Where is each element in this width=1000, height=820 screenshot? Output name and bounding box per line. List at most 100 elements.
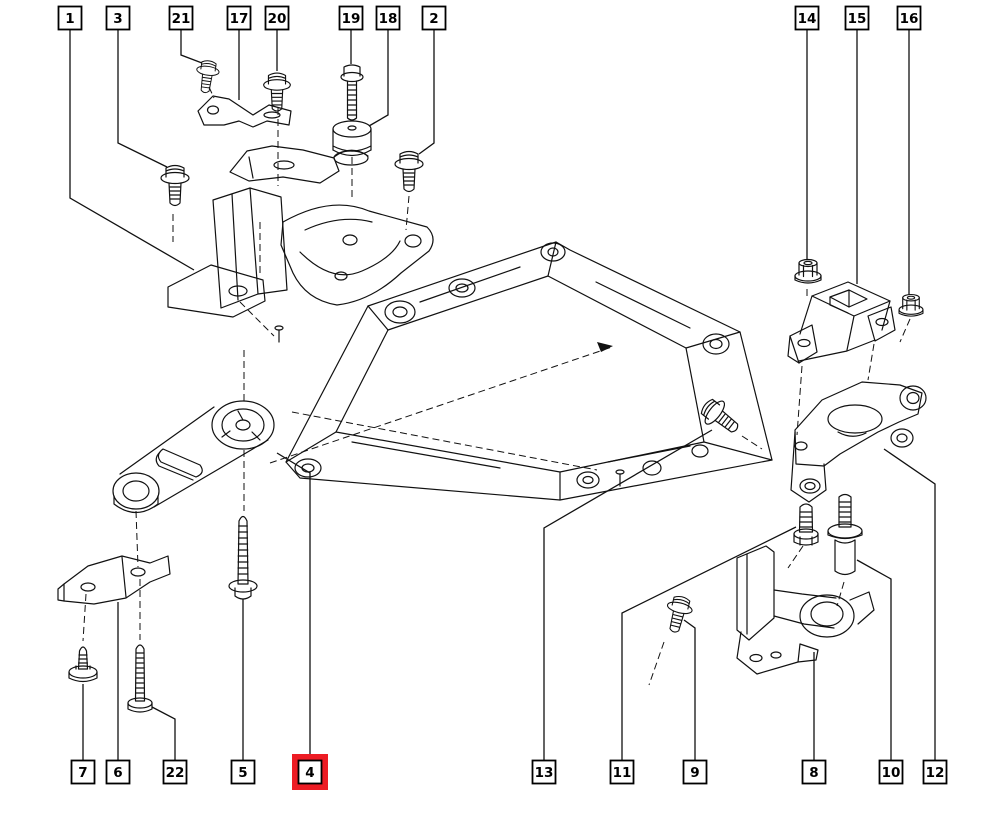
bolt-13-drawing xyxy=(695,393,746,442)
stud-10-drawing xyxy=(827,493,863,576)
left-engine-mount-drawing xyxy=(167,145,434,318)
callout-label-17: 17 xyxy=(230,11,249,27)
callout-label-12: 12 xyxy=(926,765,945,781)
callout-label-15: 15 xyxy=(848,11,867,27)
callout-13: 13 xyxy=(531,429,713,785)
callout-label-18: 18 xyxy=(379,11,398,27)
callout-box-8[interactable] xyxy=(801,759,827,785)
callout-15: 15 xyxy=(844,5,870,284)
callout-box-4[interactable] xyxy=(297,759,323,785)
callout-label-6: 6 xyxy=(113,765,122,781)
callout-22: 22 xyxy=(151,706,188,785)
centerlines xyxy=(82,86,911,686)
callout-12: 12 xyxy=(883,448,948,785)
callout-box-11[interactable] xyxy=(609,759,635,785)
callout-label-5: 5 xyxy=(238,765,247,781)
callout-label-10: 10 xyxy=(882,765,901,781)
callout-box-22[interactable] xyxy=(162,759,188,785)
callout-10: 10 xyxy=(856,559,904,785)
callout-label-22: 22 xyxy=(166,765,185,781)
callout-label-19: 19 xyxy=(342,11,361,27)
callout-box-7[interactable] xyxy=(70,759,96,785)
buffer-18-drawing xyxy=(332,120,372,157)
support-bracket-6-drawing xyxy=(57,555,171,605)
callout-box-16[interactable] xyxy=(896,5,922,31)
callout-label-21: 21 xyxy=(172,11,191,27)
subframe-drawing xyxy=(274,241,773,501)
bolt-2-drawing xyxy=(394,150,424,193)
callout-box-6[interactable] xyxy=(105,759,131,785)
callout-leader-18 xyxy=(368,29,389,127)
callout-label-4: 4 xyxy=(305,765,314,781)
callout-box-3[interactable] xyxy=(105,5,131,31)
callout-box-5[interactable] xyxy=(230,759,256,785)
callout-leader-1 xyxy=(69,29,195,271)
callout-box-13[interactable] xyxy=(531,759,557,785)
callout-label-14: 14 xyxy=(798,11,817,27)
callout-leader-4 xyxy=(276,452,311,754)
callout-7: 7 xyxy=(70,684,96,785)
callout-leader-3 xyxy=(117,29,168,168)
callout-17: 17 xyxy=(226,5,252,100)
callout-leader-21 xyxy=(180,29,203,64)
callout-label-16: 16 xyxy=(900,11,919,27)
callout-box-2[interactable] xyxy=(421,5,447,31)
callout-box-1[interactable] xyxy=(57,5,83,31)
screw-7-drawing xyxy=(68,646,98,683)
callout-box-10[interactable] xyxy=(878,759,904,785)
callout-label-3: 3 xyxy=(113,11,122,27)
callout-box-17[interactable] xyxy=(226,5,252,31)
callout-box-19[interactable] xyxy=(338,5,364,31)
stud-22-drawing xyxy=(127,644,153,713)
nut-16-drawing xyxy=(898,293,924,317)
bolt-19-drawing xyxy=(340,64,364,121)
callout-5: 5 xyxy=(230,599,256,785)
bracket-12-drawing xyxy=(790,381,927,503)
callout-21: 21 xyxy=(168,5,203,64)
bolt-3-drawing xyxy=(160,164,190,207)
callout-box-14[interactable] xyxy=(794,5,820,31)
bolt-5-drawing xyxy=(228,515,258,600)
callout-box-9[interactable] xyxy=(682,759,708,785)
mount-15-drawing xyxy=(787,281,896,364)
bracket-8-drawing xyxy=(736,545,875,675)
callout-6: 6 xyxy=(105,602,131,785)
callout-box-20[interactable] xyxy=(264,5,290,31)
callout-label-13: 13 xyxy=(535,765,554,781)
callout-leader-10 xyxy=(856,559,892,760)
bolt-11-drawing xyxy=(793,503,819,546)
callout-box-18[interactable] xyxy=(375,5,401,31)
callout-9: 9 xyxy=(682,619,708,785)
callout-label-1: 1 xyxy=(65,11,74,27)
callout-11: 11 xyxy=(609,526,797,785)
callout-4: 4 xyxy=(276,452,328,790)
callout-3: 3 xyxy=(105,5,168,168)
callout-leader-11 xyxy=(621,526,797,760)
callout-label-2: 2 xyxy=(429,11,438,27)
callout-label-11: 11 xyxy=(613,765,632,781)
callout-box-15[interactable] xyxy=(844,5,870,31)
callout-leader-12 xyxy=(883,448,936,760)
callout-box-12[interactable] xyxy=(922,759,948,785)
callout-1: 1 xyxy=(57,5,195,271)
callout-label-7: 7 xyxy=(78,765,87,781)
callout-label-20: 20 xyxy=(268,11,287,27)
pointer-arrow xyxy=(597,342,613,352)
callout-label-8: 8 xyxy=(809,765,818,781)
callout-8: 8 xyxy=(801,652,827,785)
torque-rod-drawing xyxy=(112,400,275,514)
callout-18: 18 xyxy=(368,5,401,127)
callout-leader-2 xyxy=(418,29,435,155)
callout-leader-9 xyxy=(683,619,696,760)
bolt-21-drawing xyxy=(193,58,221,95)
callout-label-9: 9 xyxy=(690,765,699,781)
callout-16: 16 xyxy=(896,5,922,295)
callout-box-21[interactable] xyxy=(168,5,194,31)
callout-leader-22 xyxy=(151,706,176,760)
strap-bracket-17-drawing xyxy=(197,95,292,128)
callout-14: 14 xyxy=(794,5,820,260)
callout-19: 19 xyxy=(338,5,364,64)
